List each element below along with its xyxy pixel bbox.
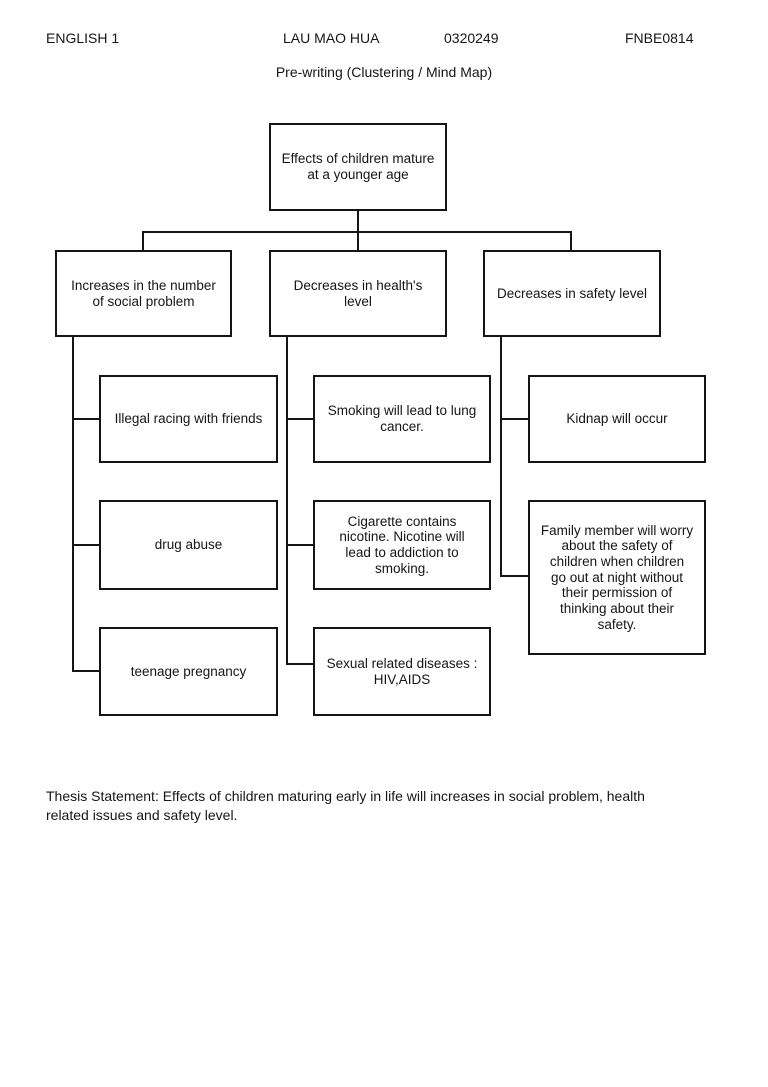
branch-label: Decreases in safety level bbox=[496, 285, 648, 301]
header-course-name: ENGLISH 1 bbox=[46, 30, 120, 46]
page-title: Pre-writing (Clustering / Mind Map) bbox=[275, 64, 493, 80]
leaf-node-teenage-pregnancy: teenage pregnancy bbox=[99, 627, 278, 716]
connector-drop-left bbox=[142, 232, 144, 250]
connector-stub bbox=[501, 575, 528, 577]
leaf-label: Cigarette contains nicotine. Nicotine wi… bbox=[339, 513, 465, 576]
connector-stub bbox=[287, 418, 313, 420]
connector-middle-column-vertical bbox=[286, 336, 288, 665]
leaf-label: Family member will worry about the safet… bbox=[540, 522, 694, 632]
connector-stub bbox=[73, 670, 99, 672]
branch-node-health-level: Decreases in health's level bbox=[269, 250, 447, 337]
leaf-label: teenage pregnancy bbox=[130, 663, 247, 679]
branch-label: Decreases in health's level bbox=[293, 277, 423, 309]
leaf-label: drug abuse bbox=[154, 537, 223, 553]
root-node-label: Effects of children mature at a younger … bbox=[281, 151, 435, 182]
leaf-label: Smoking will lead to lung cancer. bbox=[327, 403, 477, 434]
branch-node-social-problem: Increases in the number of social proble… bbox=[55, 250, 232, 337]
leaf-node-kidnap: Kidnap will occur bbox=[528, 375, 706, 463]
connector-left-column-vertical bbox=[72, 336, 74, 672]
leaf-node-family-worry: Family member will worry about the safet… bbox=[528, 500, 706, 655]
connector-stub bbox=[73, 544, 99, 546]
header-course-code: FNBE0814 bbox=[625, 30, 694, 46]
connector-stub bbox=[73, 418, 99, 420]
header-student-name: LAU MAO HUA bbox=[283, 30, 380, 46]
connector-drop-middle bbox=[357, 232, 359, 250]
leaf-node-smoking-lung-cancer: Smoking will lead to lung cancer. bbox=[313, 375, 491, 463]
branch-label: Increases in the number of social proble… bbox=[71, 277, 216, 309]
leaf-label: Sexual related diseases : HIV,AIDS bbox=[326, 655, 478, 687]
leaf-label: Illegal racing with friends bbox=[114, 411, 263, 427]
connector-drop-right bbox=[570, 232, 572, 250]
leaf-node-sexual-diseases: Sexual related diseases : HIV,AIDS bbox=[313, 627, 491, 716]
connector-stub bbox=[287, 663, 313, 665]
leaf-label: Kidnap will occur bbox=[566, 411, 668, 427]
connector-stub bbox=[287, 544, 313, 546]
header-student-id: 0320249 bbox=[444, 30, 499, 46]
connector-right-column-vertical bbox=[500, 336, 502, 577]
leaf-node-drug-abuse: drug abuse bbox=[99, 500, 278, 590]
connector-stub bbox=[501, 418, 528, 420]
root-node: Effects of children mature at a younger … bbox=[269, 123, 447, 211]
leaf-node-cigarette-nicotine: Cigarette contains nicotine. Nicotine wi… bbox=[313, 500, 491, 590]
leaf-node-illegal-racing: Illegal racing with friends bbox=[99, 375, 278, 463]
branch-node-safety-level: Decreases in safety level bbox=[483, 250, 661, 337]
thesis-statement: Thesis Statement: Effects of children ma… bbox=[46, 788, 645, 823]
connector-root-down bbox=[357, 210, 359, 233]
